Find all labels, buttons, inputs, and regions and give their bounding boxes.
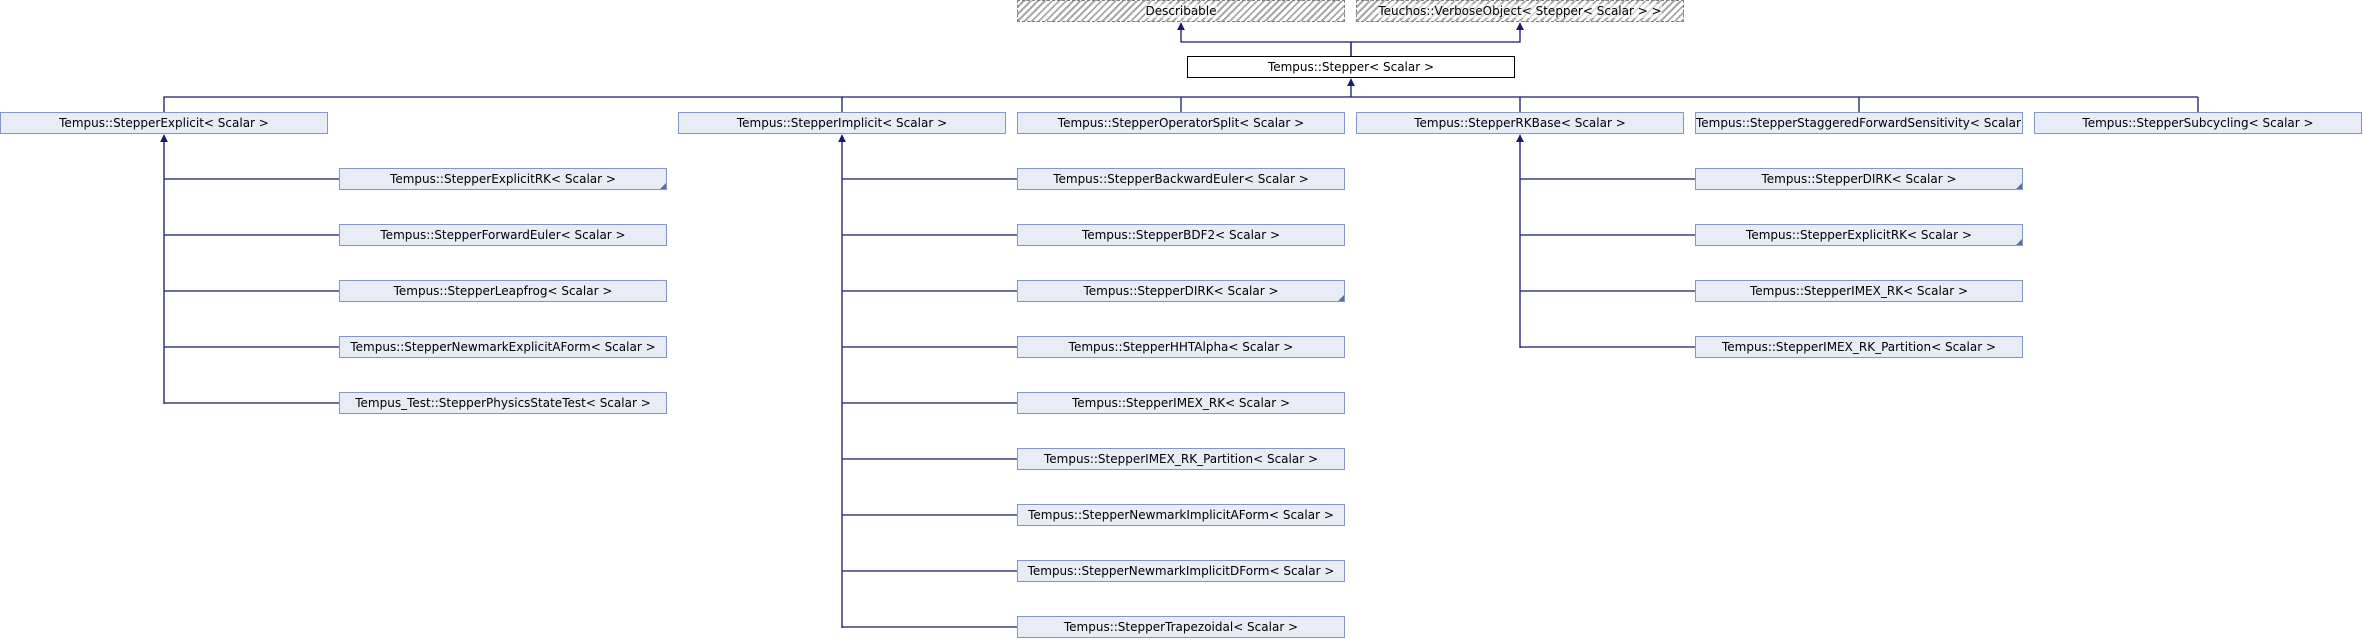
node-stepper[interactable]: Tempus::Stepper< Scalar > (1187, 56, 1515, 78)
node-verbose-object: Teuchos::VerboseObject< Stepper< Scalar … (1356, 0, 1684, 22)
node-stepper-newmark-implicit-dform[interactable]: Tempus::StepperNewmarkImplicitDForm< Sca… (1017, 560, 1345, 582)
node-label: Tempus::StepperNewmarkExplicitAForm< Sca… (350, 340, 656, 354)
fold-corner-icon (660, 183, 666, 189)
node-label: Tempus::StepperBackwardEuler< Scalar > (1053, 172, 1309, 186)
node-label: Tempus::StepperExplicitRK< Scalar > (1746, 228, 1972, 242)
node-stepper-imex-rk-partition-implicit-branch[interactable]: Tempus::StepperIMEX_RK_Partition< Scalar… (1017, 448, 1345, 470)
edge-stepper-to-verbose-object (1351, 22, 1524, 43)
node-stepper-dirk-implicit-branch[interactable]: Tempus::StepperDIRK< Scalar > (1017, 280, 1345, 302)
node-label: Tempus::StepperDIRK< Scalar > (1083, 284, 1279, 298)
node-label: Tempus::StepperNewmarkImplicitAForm< Sca… (1028, 508, 1334, 522)
node-label: Tempus::StepperIMEX_RK_Partition< Scalar… (1043, 452, 1319, 466)
node-label: Tempus::StepperSubcycling< Scalar > (2082, 116, 2314, 130)
node-label: Tempus_Test::StepperPhysicsStateTest< Sc… (355, 396, 651, 410)
node-stepper-rk-base[interactable]: Tempus::StepperRKBase< Scalar > (1356, 112, 1684, 134)
node-stepper-explicit[interactable]: Tempus::StepperExplicit< Scalar > (0, 112, 328, 134)
node-stepper-leapfrog[interactable]: Tempus::StepperLeapfrog< Scalar > (339, 280, 667, 302)
fold-corner-icon (2016, 239, 2022, 245)
node-label: Tempus::StepperNewmarkImplicitDForm< Sca… (1027, 564, 1335, 578)
node-label: Describable (1145, 4, 1217, 18)
node-label: Tempus::StepperStaggeredForwardSensitivi… (1696, 116, 2023, 130)
node-stepper-newmark-implicit-aform[interactable]: Tempus::StepperNewmarkImplicitAForm< Sca… (1017, 504, 1345, 526)
node-stepper-dirk-rk-branch[interactable]: Tempus::StepperDIRK< Scalar > (1695, 168, 2023, 190)
node-stepper-subcycling[interactable]: Tempus::StepperSubcycling< Scalar > (2034, 112, 2362, 134)
node-describable: Describable (1017, 0, 1345, 22)
node-label: Tempus::StepperExplicit< Scalar > (59, 116, 269, 130)
node-stepper-hht-alpha[interactable]: Tempus::StepperHHTAlpha< Scalar > (1017, 336, 1345, 358)
node-label: Tempus::StepperExplicitRK< Scalar > (390, 172, 616, 186)
node-label: Tempus::StepperBDF2< Scalar > (1081, 228, 1281, 242)
node-stepper-imex-rk-partition-rk-branch[interactable]: Tempus::StepperIMEX_RK_Partition< Scalar… (1695, 336, 2023, 358)
node-stepper-implicit[interactable]: Tempus::StepperImplicit< Scalar > (678, 112, 1006, 134)
node-label: Teuchos::VerboseObject< Stepper< Scalar … (1378, 4, 1662, 18)
node-label: Tempus::Stepper< Scalar > (1267, 60, 1435, 74)
fold-corner-icon (1338, 295, 1344, 301)
node-label: Tempus::StepperIMEX_RK_Partition< Scalar… (1721, 340, 1997, 354)
node-stepper-staggered-forward-sensitivity[interactable]: Tempus::StepperStaggeredForwardSensitivi… (1695, 112, 2023, 134)
node-stepper-backward-euler[interactable]: Tempus::StepperBackwardEuler< Scalar > (1017, 168, 1345, 190)
node-stepper-explicit-rk-rk-branch[interactable]: Tempus::StepperExplicitRK< Scalar > (1695, 224, 2023, 246)
edge-stepper-to-describable (1177, 22, 1352, 56)
node-label: Tempus::StepperImplicit< Scalar > (736, 116, 948, 130)
node-label: Tempus::StepperTrapezoidal< Scalar > (1063, 620, 1299, 634)
node-label: Tempus::StepperIMEX_RK< Scalar > (1071, 396, 1290, 410)
node-stepper-newmark-explicit-aform[interactable]: Tempus::StepperNewmarkExplicitAForm< Sca… (339, 336, 667, 358)
node-stepper-imex-rk-rk-branch[interactable]: Tempus::StepperIMEX_RK< Scalar > (1695, 280, 2023, 302)
node-stepper-physics-state-test[interactable]: Tempus_Test::StepperPhysicsStateTest< Sc… (339, 392, 667, 414)
node-label: Tempus::StepperOperatorSplit< Scalar > (1057, 116, 1305, 130)
fold-corner-icon (2016, 183, 2022, 189)
node-label: Tempus::StepperRKBase< Scalar > (1414, 116, 1626, 130)
node-stepper-trapezoidal[interactable]: Tempus::StepperTrapezoidal< Scalar > (1017, 616, 1345, 638)
node-stepper-bdf2[interactable]: Tempus::StepperBDF2< Scalar > (1017, 224, 1345, 246)
node-label: Tempus::StepperIMEX_RK< Scalar > (1749, 284, 1968, 298)
node-stepper-forward-euler[interactable]: Tempus::StepperForwardEuler< Scalar > (339, 224, 667, 246)
node-stepper-explicit-rk-explicit-branch[interactable]: Tempus::StepperExplicitRK< Scalar > (339, 168, 667, 190)
node-label: Tempus::StepperDIRK< Scalar > (1761, 172, 1957, 186)
node-stepper-operator-split[interactable]: Tempus::StepperOperatorSplit< Scalar > (1017, 112, 1345, 134)
node-label: Tempus::StepperHHTAlpha< Scalar > (1068, 340, 1294, 354)
node-stepper-imex-rk-implicit-branch[interactable]: Tempus::StepperIMEX_RK< Scalar > (1017, 392, 1345, 414)
node-label: Tempus::StepperLeapfrog< Scalar > (393, 284, 613, 298)
node-label: Tempus::StepperForwardEuler< Scalar > (380, 228, 626, 242)
